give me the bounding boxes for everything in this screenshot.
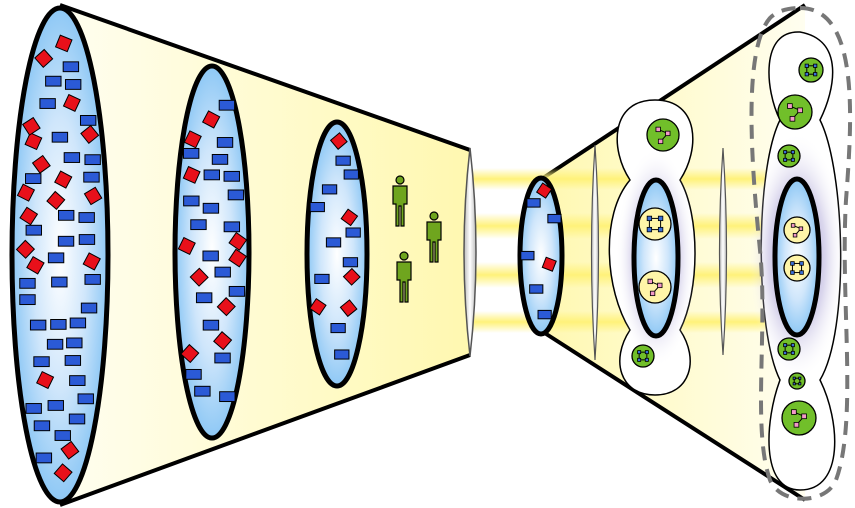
blue-item xyxy=(224,222,239,232)
blue-item xyxy=(217,138,232,148)
blue-item xyxy=(30,320,45,330)
blue-item xyxy=(58,210,73,220)
blue-item xyxy=(195,386,210,396)
blue-item xyxy=(70,318,85,328)
blue-item xyxy=(203,251,218,261)
blue-item xyxy=(548,214,561,222)
network-cluster-icon xyxy=(778,145,800,167)
blue-item xyxy=(538,310,551,318)
blue-item xyxy=(85,155,100,165)
blue-item xyxy=(184,196,199,206)
blue-item xyxy=(20,278,35,288)
blue-item xyxy=(521,251,534,259)
blue-item xyxy=(84,172,99,182)
blue-item xyxy=(215,267,230,277)
blue-item xyxy=(78,394,93,404)
blue-item xyxy=(69,414,84,424)
blue-item xyxy=(81,303,96,313)
network-cluster-icon xyxy=(647,119,679,151)
blue-item xyxy=(203,203,218,213)
blue-item xyxy=(346,228,360,237)
blue-item xyxy=(48,253,63,263)
blue-item xyxy=(67,338,82,348)
blue-item xyxy=(70,376,85,386)
cluster-container-1 xyxy=(634,180,678,336)
blue-item xyxy=(55,431,70,441)
blue-item xyxy=(527,199,540,207)
blue-item xyxy=(224,171,239,181)
blue-item xyxy=(64,153,79,163)
blue-item xyxy=(344,170,358,179)
blue-item xyxy=(530,285,543,293)
network-cluster-icon xyxy=(789,373,805,389)
blue-item xyxy=(326,238,340,247)
blue-item xyxy=(183,148,198,158)
blue-item xyxy=(322,185,336,194)
blue-item xyxy=(52,277,67,287)
network-cluster-icon xyxy=(639,271,671,303)
blue-item xyxy=(34,421,49,431)
blue-item xyxy=(47,339,62,349)
blue-item xyxy=(310,203,324,212)
blue-item xyxy=(58,236,73,246)
network-cluster-icon xyxy=(799,58,823,82)
blue-item xyxy=(315,274,329,283)
blue-item xyxy=(63,62,78,72)
network-cluster-icon xyxy=(784,217,810,243)
blue-item xyxy=(26,174,41,184)
blue-item xyxy=(52,132,67,142)
network-cluster-icon xyxy=(778,338,800,360)
network-cluster-icon xyxy=(782,401,816,435)
blue-item xyxy=(51,319,66,329)
blue-item xyxy=(203,320,218,330)
blue-item xyxy=(215,353,230,363)
blue-item xyxy=(186,369,201,379)
blue-item xyxy=(79,213,94,223)
blue-item xyxy=(40,99,55,109)
blue-item xyxy=(228,190,243,200)
blue-item xyxy=(34,357,49,367)
blue-item xyxy=(65,80,80,90)
blue-item xyxy=(220,392,235,402)
blue-item xyxy=(26,225,41,235)
network-cluster-icon xyxy=(778,95,812,129)
blue-item xyxy=(85,275,100,285)
blue-item xyxy=(46,76,61,86)
blue-item xyxy=(80,116,95,126)
blue-item xyxy=(79,235,94,245)
blue-item xyxy=(196,293,211,303)
network-cluster-icon xyxy=(639,208,671,240)
network-cluster-icon xyxy=(784,255,810,281)
blue-item xyxy=(343,258,357,267)
blue-item xyxy=(36,453,51,463)
blue-item xyxy=(212,154,227,164)
blue-item xyxy=(336,156,350,165)
blue-item xyxy=(65,356,80,366)
blue-item xyxy=(48,401,63,411)
blue-item xyxy=(204,170,219,180)
network-cluster-icon xyxy=(632,345,654,367)
blue-item xyxy=(26,404,41,414)
blue-item xyxy=(20,295,35,305)
blue-item xyxy=(335,350,349,359)
blue-item xyxy=(229,286,244,296)
blue-item xyxy=(331,324,345,333)
blue-item xyxy=(191,220,206,230)
blue-item xyxy=(219,100,234,110)
